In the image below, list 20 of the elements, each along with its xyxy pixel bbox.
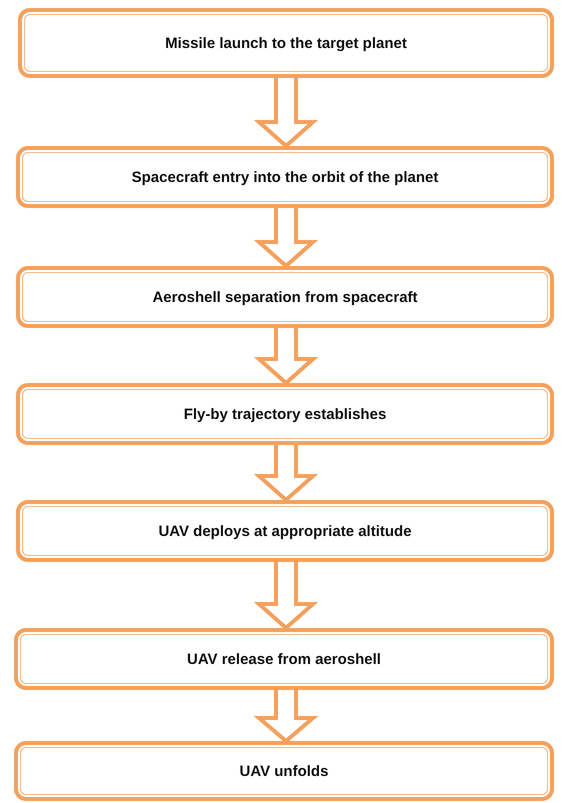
process-box — [14, 628, 554, 690]
process-box — [18, 8, 554, 78]
step-text: Spacecraft entry into the orbit of the planet — [132, 168, 438, 186]
block-arrow — [254, 206, 318, 269]
process-box — [16, 383, 554, 445]
process-box — [16, 266, 554, 328]
block-arrow — [254, 688, 318, 744]
block-arrow — [254, 560, 318, 631]
step-text: Fly-by trajectory establishes — [184, 406, 386, 422]
step-text: Aeroshell separation from spacecraft — [152, 288, 418, 306]
step-text: UAV deploys at appropriate altitude — [158, 522, 412, 540]
process-box — [16, 500, 554, 562]
step-text: Missile launch to the target planet — [165, 34, 407, 52]
process-box — [16, 146, 554, 208]
step-text: UAV release from aeroshell — [187, 650, 381, 668]
block-arrow — [254, 443, 318, 503]
process-box — [14, 741, 554, 801]
block-arrow — [254, 76, 318, 149]
block-arrow — [254, 326, 318, 386]
step-text: UAV unfolds — [240, 762, 328, 780]
